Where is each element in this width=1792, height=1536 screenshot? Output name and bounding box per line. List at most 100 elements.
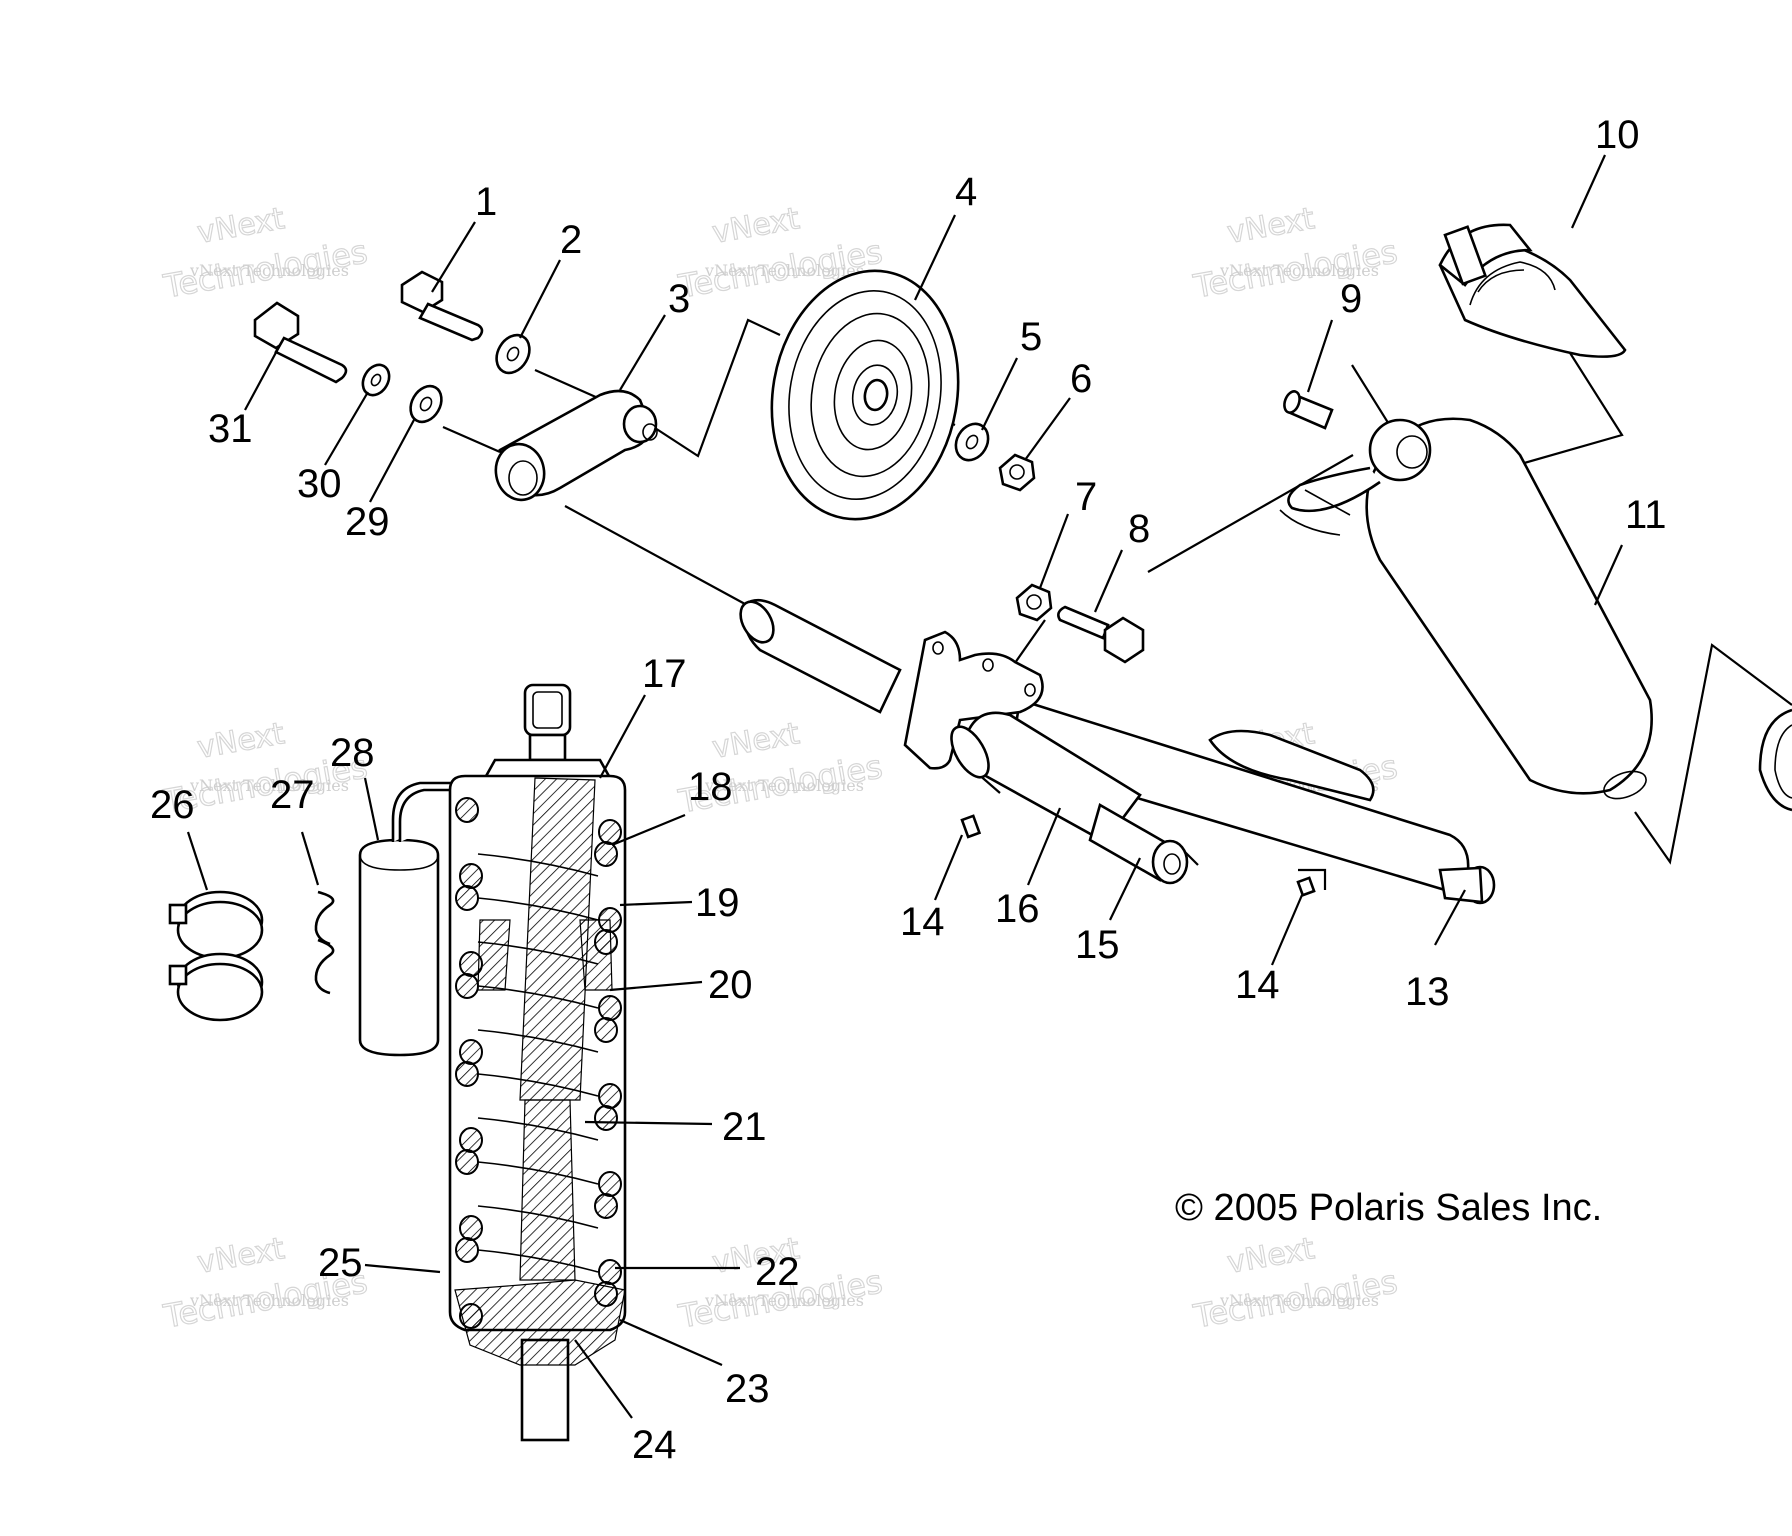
svg-text:vNext Technologies: vNext Technologies — [189, 1291, 349, 1310]
svg-text:vNext Technologies: vNext Technologies — [1219, 1291, 1379, 1310]
bolt-8 — [1057, 605, 1145, 664]
callout: 14 — [900, 900, 945, 944]
leader-15 — [1109, 857, 1141, 921]
washer-2 — [495, 333, 531, 375]
leader-24 — [574, 1339, 633, 1419]
watermark: vNext Technologies vNext Technologies — [1190, 201, 1401, 307]
callout: 25 — [318, 1241, 363, 1285]
spring-coil — [459, 1127, 483, 1153]
parts-drawing — [168, 223, 1792, 1442]
callout: 31 — [208, 407, 253, 451]
spring-strand — [477, 1161, 599, 1185]
callout: 23 — [725, 1367, 770, 1411]
leader-5 — [981, 357, 1018, 431]
copyright-text: © 2005 Polaris Sales Inc. — [1175, 1187, 1602, 1229]
callout: 28 — [330, 731, 375, 775]
spring-strand — [477, 1073, 599, 1097]
leader-lines — [186, 154, 1624, 1419]
watermark: vNext Technologies vNext Technologies — [160, 201, 371, 307]
spring-coil — [455, 973, 479, 999]
spring-coil — [598, 995, 622, 1021]
spring-coil — [598, 1259, 622, 1285]
leader-28 — [363, 777, 380, 841]
callout: 21 — [722, 1105, 767, 1149]
svg-text:vNext Technologies: vNext Technologies — [704, 261, 864, 280]
washer-5 — [954, 422, 990, 462]
callout: 22 — [755, 1250, 800, 1294]
arm-bracket-3 — [494, 389, 658, 502]
callout: 9 — [1340, 277, 1362, 321]
callout-labels: 1 2 3 4 5 6 7 8 9 10 11 13 14 14 15 16 1… — [150, 113, 1667, 1467]
spring-coil — [455, 1149, 479, 1175]
callout: 19 — [695, 881, 740, 925]
svg-text:vNext Technologies: vNext Technologies — [704, 1291, 864, 1310]
spring-strand — [477, 1205, 599, 1229]
leader-1 — [431, 221, 476, 293]
callout: 18 — [688, 765, 733, 809]
bolt-1 — [400, 270, 484, 342]
shock-cutaway — [448, 683, 627, 1442]
spring-coil — [455, 1061, 479, 1087]
spring-strand — [477, 1029, 599, 1053]
spring-coil — [598, 819, 622, 845]
spring-coil — [594, 1281, 618, 1307]
bolt-31 — [253, 301, 348, 384]
spring-strand — [477, 1249, 599, 1273]
leader-11 — [1593, 544, 1624, 606]
leader-29 — [369, 417, 416, 503]
washer-30 — [361, 363, 391, 397]
leader-25 — [364, 1263, 441, 1274]
spring-coil — [459, 1039, 483, 1065]
leader-20 — [609, 980, 703, 992]
svg-text:vNext Technologies: vNext Technologies — [189, 776, 349, 795]
leader-3 — [619, 314, 666, 391]
spring-coil — [459, 863, 483, 889]
svg-text:vNext Technologies: vNext Technologies — [189, 261, 349, 280]
svg-text:vNext: vNext — [1225, 1231, 1318, 1281]
idler-wheel-4 — [770, 269, 960, 521]
nut-7 — [1015, 583, 1053, 622]
callout: 16 — [995, 887, 1040, 931]
shock-cap-10 — [1438, 223, 1627, 358]
nut-6 — [998, 453, 1036, 492]
callout: 14 — [1235, 963, 1280, 1007]
callout: 1 — [475, 180, 497, 224]
spring-strand — [477, 1117, 599, 1141]
clip-27 — [314, 890, 335, 946]
svg-text:vNext Technologies: vNext Technologies — [704, 776, 864, 795]
callout: 6 — [1070, 357, 1092, 401]
spring-coil — [594, 929, 618, 955]
spring-coil — [594, 1105, 618, 1131]
spring-coil — [459, 951, 483, 977]
leader-26 — [186, 831, 209, 891]
hose-clamps-26 — [168, 890, 264, 1022]
callout: 7 — [1075, 475, 1097, 519]
watermark: vNext Technologies vNext Technologies — [1190, 1231, 1401, 1337]
spring-strand — [477, 853, 599, 877]
leader-14a — [933, 834, 964, 901]
clip-27 — [314, 938, 335, 995]
leader-18 — [611, 813, 686, 847]
leader-7 — [1038, 513, 1070, 589]
spring-coil — [455, 1237, 479, 1263]
svg-text:vNext: vNext — [710, 201, 803, 251]
spring-strand — [477, 941, 599, 965]
callout: 3 — [668, 277, 690, 321]
callout: 29 — [345, 500, 390, 544]
leader-31 — [244, 344, 281, 411]
spring-strand — [477, 985, 599, 1009]
callout: 27 — [270, 773, 315, 817]
svg-text:vNext: vNext — [710, 716, 803, 766]
leader-8 — [1093, 549, 1124, 613]
leader-19 — [619, 900, 693, 907]
spring-coil — [594, 1017, 618, 1043]
callout: 30 — [297, 462, 342, 506]
callout: 10 — [1595, 113, 1640, 157]
leader-17 — [599, 694, 646, 779]
leader-9 — [1306, 319, 1334, 393]
spring-coil — [598, 1171, 622, 1197]
spring-coil — [594, 841, 618, 867]
spring-coil — [459, 1215, 483, 1241]
rail-shaft — [739, 598, 1496, 905]
